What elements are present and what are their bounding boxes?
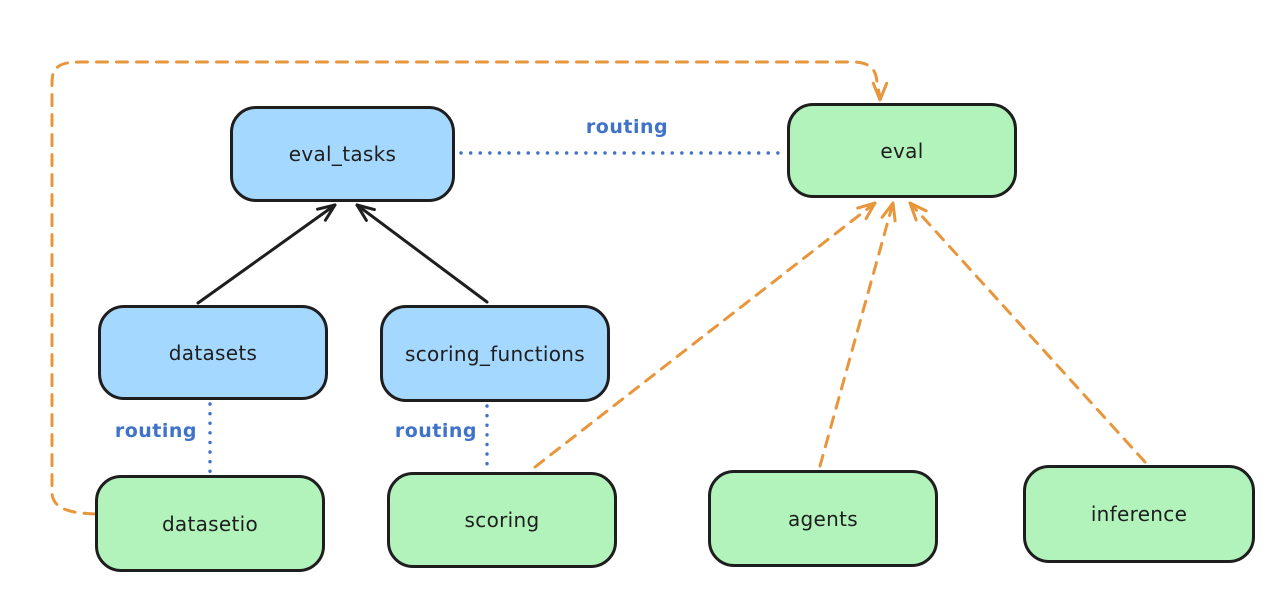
edge-line: [50, 60, 882, 516]
routing-label-eval-tasks-eval: routing: [585, 116, 669, 138]
edge-line: [355, 203, 489, 304]
node-datasets: datasets: [98, 305, 328, 400]
node-inference-label: inference: [1090, 502, 1188, 526]
node-agents-label: agents: [788, 506, 858, 531]
node-eval-tasks: eval_tasks: [230, 106, 455, 202]
routing-label-datasets-datasetio: routing: [114, 420, 197, 442]
node-eval: eval: [787, 103, 1017, 198]
edge-line: [196, 203, 337, 305]
edge-scoring-functions-to-eval-tasks: [355, 203, 489, 304]
edge-datasets-to-eval-tasks: [196, 203, 337, 305]
node-inference: inference: [1023, 465, 1255, 563]
node-scoring-functions-label: scoring_functions: [404, 341, 586, 366]
arrowhead: [871, 81, 889, 102]
arrowhead: [908, 201, 928, 222]
node-eval-label: eval: [880, 138, 924, 163]
edge-line: [533, 201, 877, 469]
node-datasetio: datasetio: [95, 475, 325, 572]
edge-agents-to-eval: [818, 201, 897, 468]
arrowhead: [856, 201, 877, 221]
edge-datasetio-to-eval: [50, 60, 889, 516]
node-scoring: scoring: [387, 472, 617, 568]
routing-label-scoring-functions-scoring: routing: [394, 420, 477, 442]
arrowhead: [355, 203, 376, 222]
edge-line: [908, 201, 1147, 464]
node-eval-tasks-label: eval_tasks: [288, 142, 397, 166]
node-agents: agents: [708, 470, 938, 567]
node-scoring-label: scoring: [464, 508, 540, 532]
node-scoring-functions: scoring_functions: [380, 305, 610, 402]
arrowhead: [880, 201, 897, 223]
edge-scoring-to-eval: [533, 201, 877, 469]
arrowhead: [316, 203, 337, 222]
edge-line: [818, 201, 895, 468]
node-datasetio-label: datasetio: [161, 511, 259, 536]
node-datasets-label: datasets: [168, 340, 258, 365]
edge-inference-to-eval: [908, 201, 1147, 464]
